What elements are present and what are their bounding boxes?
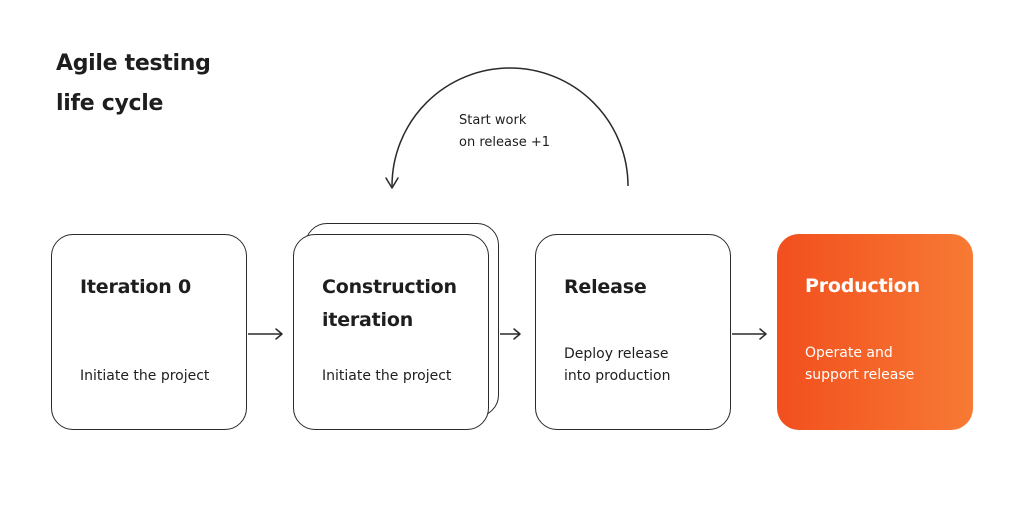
stage-description: Initiate the project [80, 365, 209, 387]
stage-card-production: Production Operate and support release [777, 234, 973, 430]
stage-title: Iteration 0 [80, 276, 192, 298]
stage-title: Release [564, 276, 647, 298]
title-line-2: life cycle [56, 91, 164, 116]
stage-desc-line-1: Initiate the project [322, 368, 452, 384]
stage-card-iteration-0: Iteration 0 Initiate the project [51, 234, 247, 430]
stage-desc-line-1: Initiate the project [80, 368, 210, 384]
arrow-right-icon [500, 328, 521, 340]
stage-title: Production [805, 275, 920, 297]
stage-desc-line-1: Operate and [805, 345, 893, 361]
stage-title: Construction iteration [322, 271, 488, 337]
stage-description: Initiate the project [322, 365, 451, 387]
stage-description: Deploy release into production [564, 343, 670, 387]
title-line-1: Agile testing [56, 51, 211, 76]
arrow-right-icon [248, 328, 283, 340]
loop-label-line-2: on release +1 [459, 135, 551, 150]
arrow-right-icon [732, 328, 767, 340]
diagram-title: Agile testing life cycle [56, 44, 296, 124]
stage-title-line-2: iteration [322, 309, 414, 331]
stage-card-release: Release Deploy release into production [535, 234, 731, 430]
loop-label: Start work on release +1 [459, 110, 550, 154]
stage-card-construction-iteration: Construction iteration Initiate the proj… [293, 234, 489, 430]
stage-description: Operate and support release [805, 342, 914, 386]
stage-desc-line-2: support release [805, 367, 915, 383]
stage-desc-line-1: Deploy release [564, 346, 669, 362]
loop-label-line-1: Start work [459, 113, 527, 128]
stage-desc-line-2: into production [564, 368, 671, 384]
stage-title-line-1: Construction [322, 276, 457, 298]
